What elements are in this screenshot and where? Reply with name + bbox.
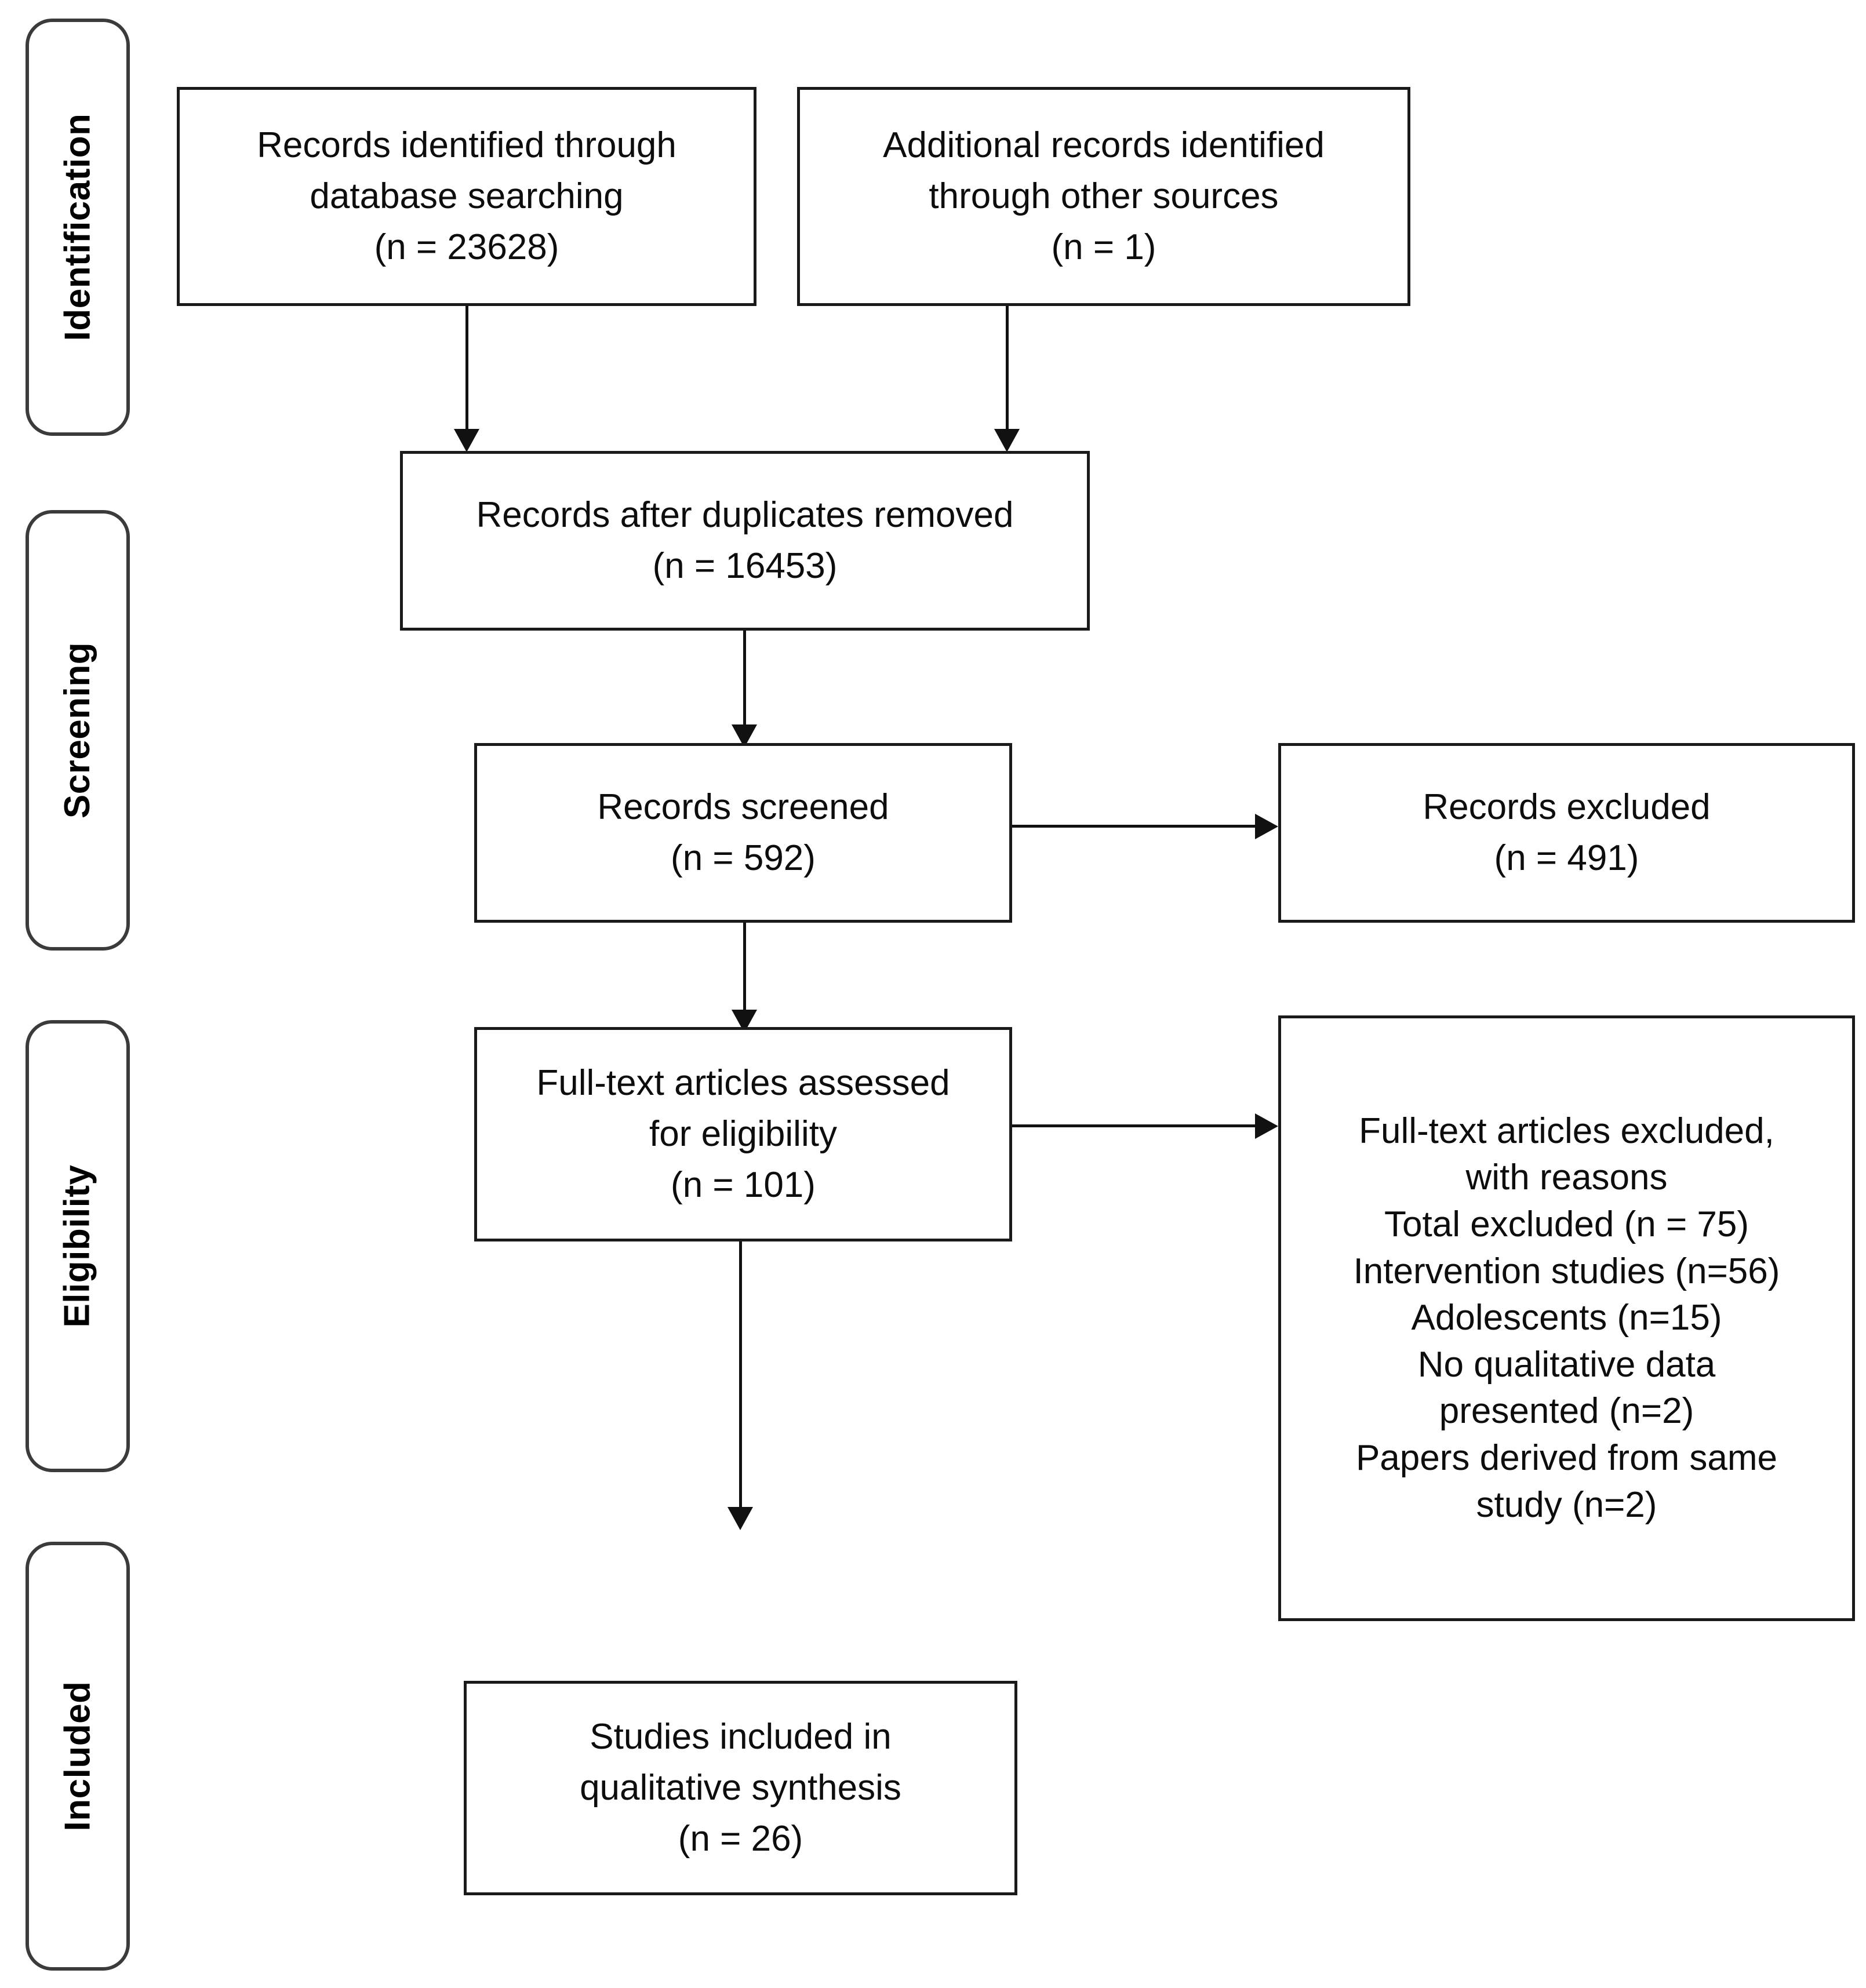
- box-line: Records excluded: [1423, 787, 1711, 827]
- box-line: (n = 23628): [374, 227, 559, 268]
- connector-screened-to-fulltext: [743, 923, 746, 1020]
- box-line: (n = 26): [678, 1819, 803, 1859]
- box-fulltext-excluded-with-reasons: Full-text articles excluded, with reason…: [1278, 1015, 1855, 1621]
- arrowhead-screened-to-excluded: [1255, 814, 1278, 839]
- box-line: study (n=2): [1476, 1484, 1657, 1525]
- connector-database-to-duplicates: [465, 306, 468, 439]
- box-line: Intervention studies (n=56): [1353, 1251, 1780, 1291]
- box-line: Full-text articles excluded,: [1359, 1110, 1774, 1151]
- connector-fulltext-to-excluded: [1012, 1124, 1256, 1127]
- box-line: through other sources: [929, 176, 1279, 216]
- box-line: Records identified through: [257, 125, 676, 165]
- box-records-screened: Records screened (n = 592): [474, 743, 1012, 923]
- box-line: No qualitative data: [1417, 1344, 1716, 1385]
- arrowhead-fulltext-to-included: [728, 1507, 753, 1530]
- connector-duplicates-to-screened: [743, 631, 746, 735]
- box-line: Adolescents (n=15): [1411, 1298, 1722, 1338]
- arrowhead-database-to-duplicates: [454, 429, 479, 452]
- box-line: presented (n=2): [1439, 1391, 1694, 1432]
- connector-screened-to-excluded: [1012, 825, 1256, 828]
- stage-label-identification: Identification: [57, 113, 97, 341]
- box-records-identified-database: Records identified through database sear…: [177, 87, 756, 306]
- box-line: (n = 16453): [652, 546, 838, 586]
- box-line: database searching: [310, 176, 624, 216]
- box-records-excluded: Records excluded (n = 491): [1278, 743, 1855, 923]
- box-additional-records-other-sources: Additional records identified through ot…: [797, 87, 1410, 306]
- box-line: (n = 101): [671, 1165, 816, 1206]
- box-line: Records after duplicates removed: [476, 494, 1014, 535]
- stage-label-eligibility: Eligibility: [57, 1164, 97, 1328]
- box-line: for eligibility: [649, 1113, 837, 1154]
- box-fulltext-assessed-for-eligibility: Full-text articles assessed for eligibil…: [474, 1027, 1012, 1241]
- box-line: (n = 592): [671, 838, 816, 878]
- stage-pill-eligibility: Eligibility: [26, 1020, 130, 1472]
- box-line: Total excluded (n = 75): [1384, 1204, 1749, 1245]
- stage-pill-included: Included: [26, 1542, 130, 1971]
- box-line: (n = 1): [1051, 227, 1156, 268]
- box-line: (n = 491): [1494, 838, 1639, 878]
- box-line: Full-text articles assessed: [536, 1062, 950, 1103]
- box-line: Additional records identified: [883, 125, 1325, 165]
- stage-label-included: Included: [57, 1681, 97, 1832]
- box-line: qualitative synthesis: [580, 1767, 901, 1808]
- box-line: Papers derived from same: [1355, 1437, 1778, 1478]
- connector-other-sources-to-duplicates: [1006, 306, 1009, 439]
- box-studies-included-qualitative-synthesis: Studies included in qualitative synthesi…: [464, 1681, 1017, 1895]
- box-line: with reasons: [1465, 1157, 1668, 1198]
- stage-pill-screening: Screening: [26, 510, 130, 951]
- stage-label-screening: Screening: [57, 642, 97, 819]
- stage-pill-identification: Identification: [26, 19, 130, 436]
- box-line: Records screened: [597, 787, 889, 827]
- box-records-after-duplicates-removed: Records after duplicates removed (n = 16…: [400, 451, 1090, 631]
- connector-fulltext-to-included: [739, 1241, 742, 1520]
- box-line: Studies included in: [590, 1716, 892, 1757]
- arrowhead-other-sources-to-duplicates: [994, 429, 1020, 452]
- arrowhead-fulltext-to-excluded: [1255, 1113, 1278, 1139]
